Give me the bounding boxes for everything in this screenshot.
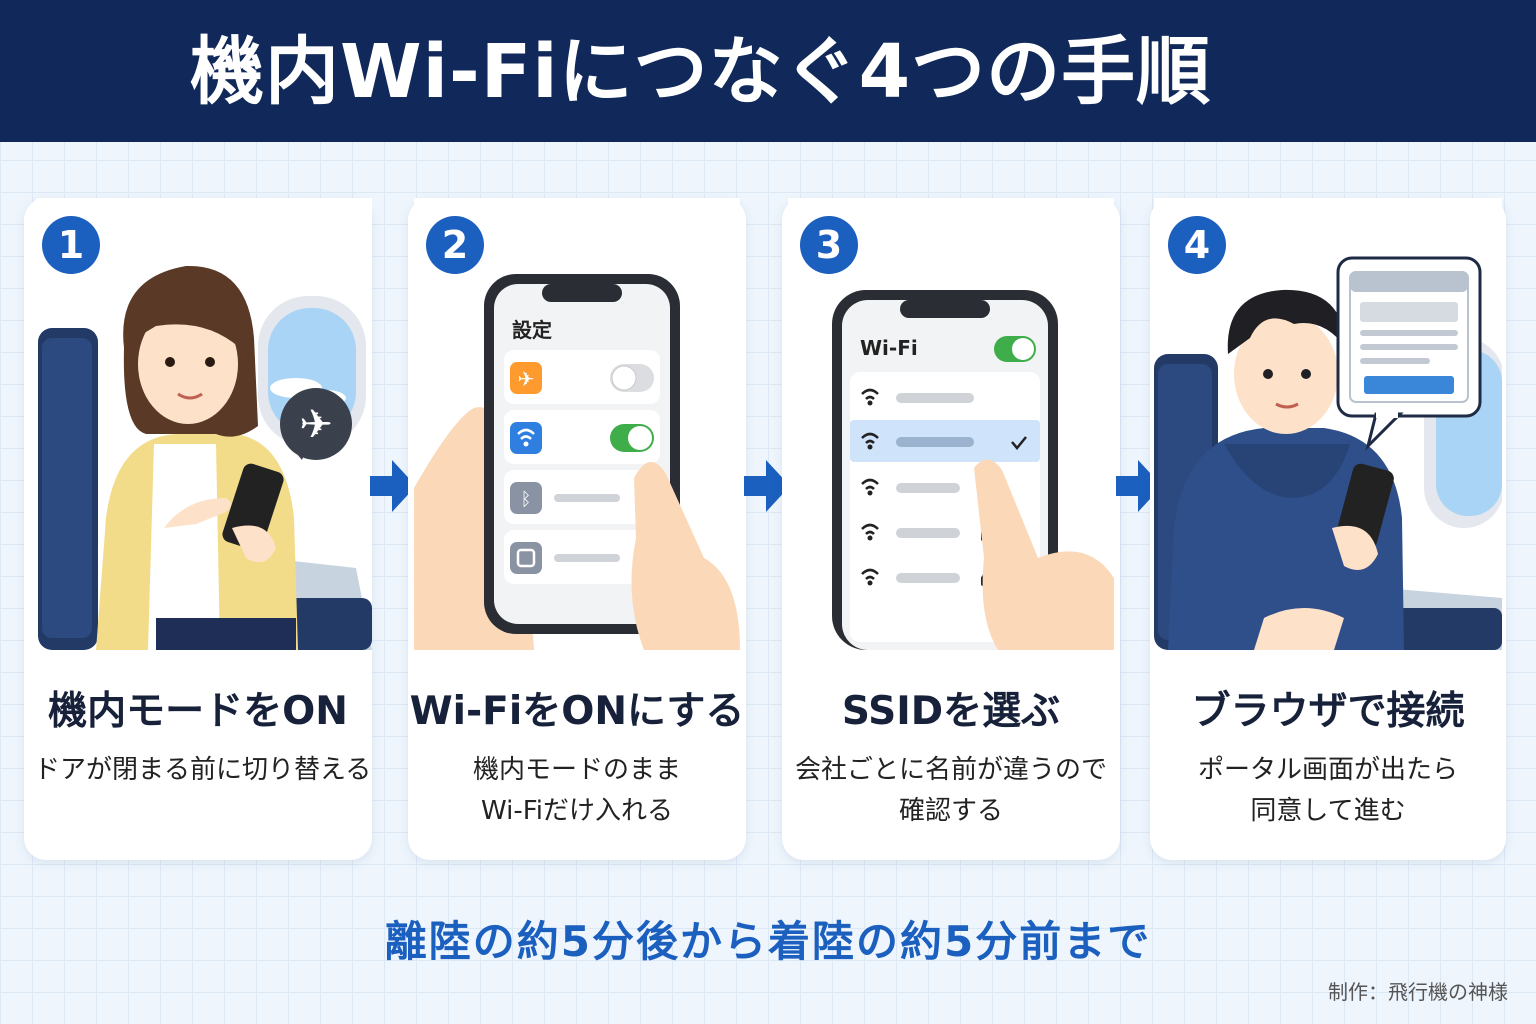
svg-text:✈: ✈ bbox=[518, 367, 535, 391]
step-card-1: ✈ 1 機内モードをON ドアが閉まる前に切り替える bbox=[24, 198, 372, 860]
step-description-line: 同意して進む bbox=[1250, 796, 1406, 826]
arrow-right-icon bbox=[370, 460, 416, 512]
svg-text:✈: ✈ bbox=[299, 402, 333, 448]
step-card-2: ✈ ᛒ 2 設定 Wi-FiをONにする 機内モードのまま Wi-Fiだけ入れる bbox=[408, 198, 746, 860]
illustration-airplane-mode: ✈ bbox=[36, 198, 372, 650]
step-description: ポータル画面が出たら 同意して進む bbox=[1160, 750, 1496, 832]
step-number-badge: 3 bbox=[800, 216, 858, 274]
step-number-badge: 4 bbox=[1168, 216, 1226, 274]
page-title: 機内Wi-Fiにつなぐ4つの手順 bbox=[190, 29, 1212, 115]
step-description-line: ドアが閉まる前に切り替える bbox=[34, 755, 372, 785]
step-description: 会社ごとに名前が違うので 確認する bbox=[792, 750, 1110, 832]
step-title: SSIDを選ぶ bbox=[841, 689, 1061, 734]
step-title: ブラウザで接続 bbox=[1191, 689, 1465, 734]
arrow-right-icon bbox=[1116, 460, 1162, 512]
step-description: 機内モードのまま Wi-Fiだけ入れる bbox=[418, 750, 736, 832]
header-bar: 機内Wi-Fiにつなぐ4つの手順 bbox=[0, 0, 1536, 142]
step-description-line: Wi-Fiだけ入れる bbox=[480, 796, 674, 826]
step-description: ドアが閉まる前に切り替える bbox=[34, 750, 372, 791]
step-description-line: ポータル画面が出たら bbox=[1197, 755, 1458, 785]
step-description-line: 会社ごとに名前が違うので bbox=[794, 755, 1107, 785]
wifi-header-label: Wi-Fi bbox=[860, 336, 918, 360]
step-title: 機内モードをON bbox=[48, 689, 348, 734]
step-card-3: 3 Wi-Fi SSIDを選ぶ 会社ごとに名前が違うので 確認する bbox=[782, 198, 1120, 860]
svg-text:ᛒ: ᛒ bbox=[521, 489, 532, 510]
step-description-line: 機内モードのまま bbox=[472, 755, 681, 785]
settings-header-label: 設定 bbox=[512, 318, 552, 342]
illustration-browser-portal bbox=[1154, 198, 1502, 650]
arrow-right-icon bbox=[744, 460, 790, 512]
step-card-4: 4 ブラウザで接続 ポータル画面が出たら 同意して進む bbox=[1150, 198, 1506, 860]
step-number-badge: 1 bbox=[42, 216, 100, 274]
timing-note: 離陸の約5分後から着陸の約5分前まで bbox=[384, 917, 1152, 966]
step-description-line: 確認する bbox=[898, 796, 1003, 826]
step-title: Wi-FiをONにする bbox=[409, 689, 745, 734]
credit-text: 制作：飛行機の神様 bbox=[1328, 980, 1508, 1004]
step-number-badge: 2 bbox=[426, 216, 484, 274]
illustration-wifi-list bbox=[788, 198, 1114, 650]
illustration-settings-screen: ✈ ᛒ bbox=[414, 198, 740, 650]
